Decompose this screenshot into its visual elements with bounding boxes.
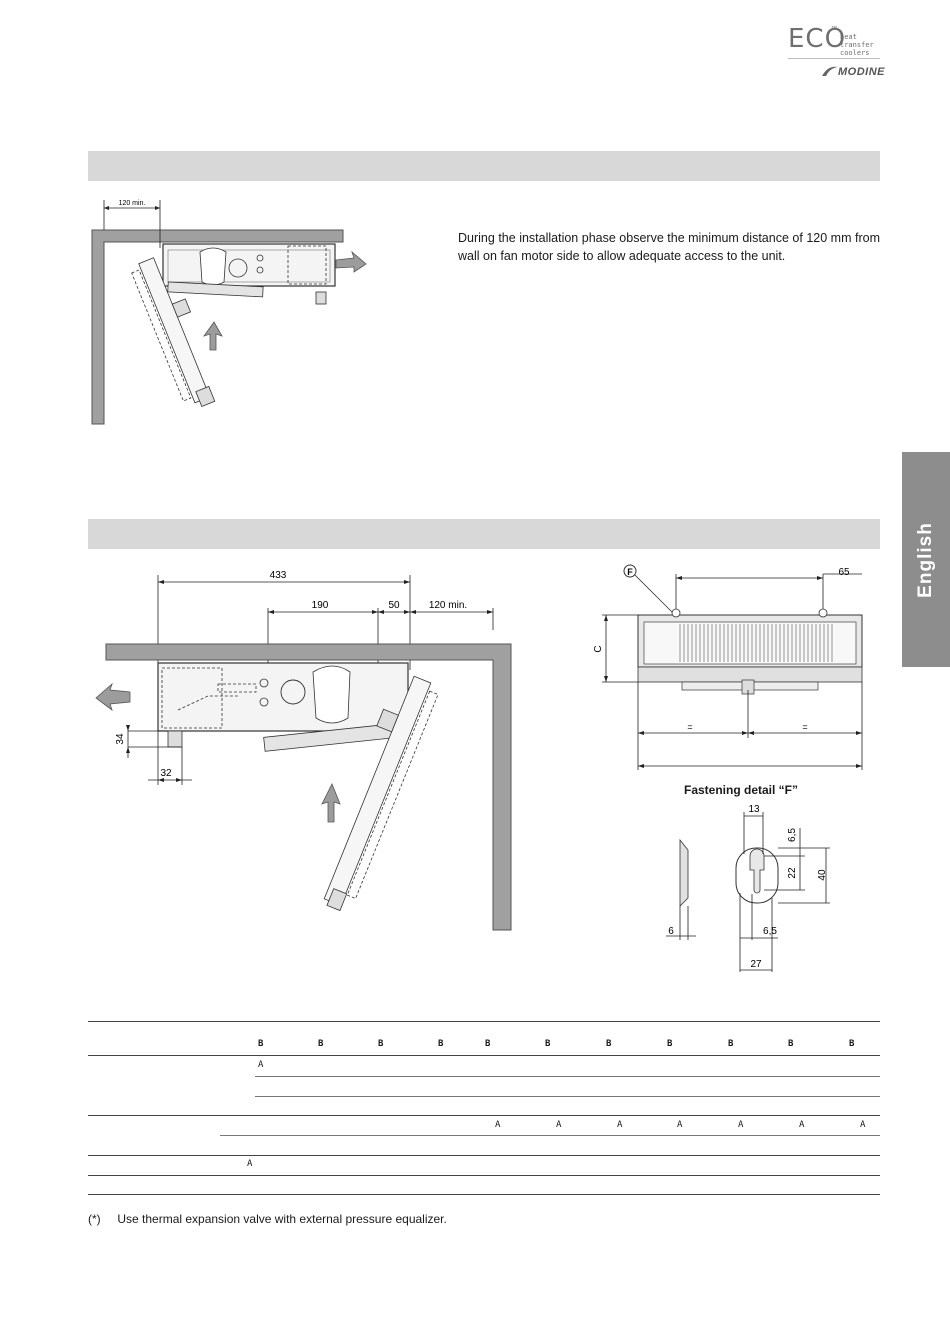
dim-6-5-bottom: 6,5 bbox=[763, 926, 777, 937]
language-tab-label: English bbox=[915, 521, 936, 598]
table-header-cell: B bbox=[667, 1039, 673, 1049]
specification-table: B B B B B B B B B B B A A A A A A A A A bbox=[88, 1020, 880, 1200]
fastening-detail-drawing: 6 13 6,5 22 40 6,5 27 bbox=[666, 804, 830, 972]
table-header-cell: B bbox=[545, 1039, 551, 1049]
table-row2-cell: A bbox=[495, 1120, 501, 1130]
table-row2-cell: A bbox=[738, 1120, 744, 1130]
table-header-cell: B bbox=[606, 1039, 612, 1049]
dim-27: 27 bbox=[750, 959, 762, 970]
dim-6-5-top: 6,5 bbox=[787, 828, 798, 842]
dim-13: 13 bbox=[748, 804, 760, 815]
footnote: (*) Use thermal expansion valve with ext… bbox=[88, 1212, 447, 1226]
callout-f: F bbox=[627, 567, 633, 577]
dim-32: 32 bbox=[160, 768, 172, 779]
table-row1-marker: A bbox=[258, 1060, 264, 1070]
table-row2-cell: A bbox=[799, 1120, 805, 1130]
table-header-cell: B bbox=[378, 1039, 384, 1049]
table-row2-cell: A bbox=[677, 1120, 683, 1130]
footnote-mark: (*) bbox=[88, 1212, 101, 1226]
dim-120-min: 120 min. bbox=[119, 200, 146, 207]
table-header-cell: B bbox=[728, 1039, 734, 1049]
logo-eco-text: ECO bbox=[788, 24, 847, 54]
dim-65: 65 bbox=[838, 567, 850, 578]
dim-120-min-right: 120 min. bbox=[429, 600, 467, 611]
table-header-cell: B bbox=[258, 1039, 264, 1049]
section-header-band-1 bbox=[88, 151, 880, 181]
installation-clearance-drawing: 120 min. bbox=[91, 200, 367, 425]
logo-subtitle: heat transfer coolers bbox=[840, 33, 874, 57]
language-tab: English bbox=[902, 452, 950, 667]
installation-note: During the installation phase observe th… bbox=[458, 231, 880, 263]
airflow-out-arrow-icon bbox=[335, 250, 367, 273]
wall-mounting-drawing: 433 190 50 120 min. 34 32 bbox=[95, 570, 512, 931]
dim-6: 6 bbox=[668, 926, 674, 937]
airflow-in-arrow-icon bbox=[202, 321, 223, 351]
equal-right: = bbox=[802, 722, 807, 732]
table-row2-cell: A bbox=[556, 1120, 562, 1130]
front-view-drawing: F 65 C = = bbox=[593, 564, 863, 770]
wall-shape-2 bbox=[105, 643, 512, 931]
fastening-detail-title: Fastening detail “F” bbox=[684, 783, 799, 797]
airflow-left-arrow-icon bbox=[95, 682, 131, 712]
dim-190: 190 bbox=[312, 600, 329, 611]
table-row3-marker: A bbox=[247, 1159, 253, 1169]
table-header-cell: B bbox=[849, 1039, 855, 1049]
dim-40: 40 bbox=[817, 869, 828, 881]
modine-swoosh-icon bbox=[822, 66, 838, 76]
table-header-cell: B bbox=[438, 1039, 444, 1049]
airflow-up-arrow-icon bbox=[321, 783, 341, 823]
dim-433: 433 bbox=[270, 570, 287, 581]
equal-left: = bbox=[687, 722, 692, 732]
table-header-cell: B bbox=[318, 1039, 324, 1049]
dim-50: 50 bbox=[388, 600, 400, 611]
wall-shape bbox=[91, 229, 344, 425]
label-c: C bbox=[593, 645, 604, 652]
table-header-cell: B bbox=[485, 1039, 491, 1049]
footnote-text: Use thermal expansion valve with externa… bbox=[117, 1212, 447, 1226]
table-row2-cell: A bbox=[617, 1120, 623, 1130]
logo-trademark: ™ bbox=[831, 26, 837, 32]
logo-divider bbox=[788, 58, 880, 59]
dim-34: 34 bbox=[115, 733, 126, 745]
section-header-band-2 bbox=[88, 519, 880, 549]
table-row2-cell: A bbox=[860, 1120, 866, 1130]
logo-brand: MODINE bbox=[838, 66, 885, 78]
dim-22: 22 bbox=[787, 867, 798, 879]
table-header-cell: B bbox=[788, 1039, 794, 1049]
